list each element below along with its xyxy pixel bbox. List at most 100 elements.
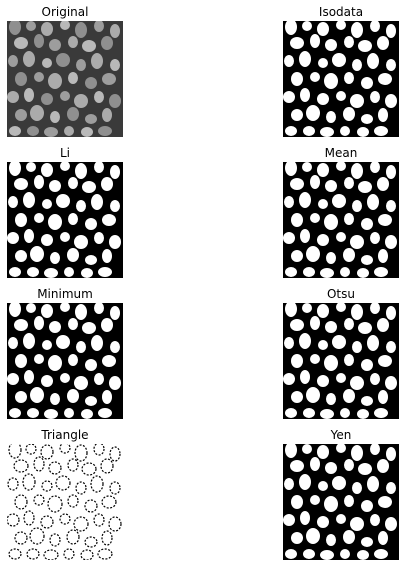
blob xyxy=(14,319,28,331)
blob xyxy=(74,94,88,108)
blob xyxy=(310,354,320,364)
blob xyxy=(377,318,389,332)
blob xyxy=(85,218,97,230)
blob xyxy=(49,180,61,192)
blob xyxy=(44,409,58,419)
blob xyxy=(56,335,70,349)
panel-title: Li xyxy=(59,146,71,160)
blob xyxy=(306,105,320,121)
blob xyxy=(26,303,36,313)
blob xyxy=(109,446,121,462)
blob xyxy=(361,537,373,547)
blob xyxy=(291,250,303,262)
panel-image xyxy=(7,444,123,560)
blob xyxy=(82,181,96,193)
blob xyxy=(370,514,380,526)
blob xyxy=(325,180,337,192)
blob xyxy=(351,304,363,320)
blob xyxy=(43,549,59,560)
panel-image xyxy=(283,303,399,419)
blob xyxy=(102,73,116,85)
blob xyxy=(300,88,310,102)
blob xyxy=(285,162,297,176)
blob xyxy=(49,321,61,333)
blob xyxy=(291,532,303,544)
blob xyxy=(300,229,310,243)
blob xyxy=(98,267,112,277)
blob xyxy=(30,387,44,403)
blob xyxy=(68,213,78,225)
blob xyxy=(344,495,354,507)
blob xyxy=(8,55,18,67)
blob xyxy=(80,549,94,560)
blob xyxy=(299,474,311,490)
blob xyxy=(377,177,389,191)
blob xyxy=(310,457,320,471)
blob xyxy=(351,22,363,38)
blob xyxy=(386,482,396,494)
blob xyxy=(110,306,120,320)
blob xyxy=(336,232,346,242)
blob xyxy=(93,513,105,527)
blob xyxy=(14,531,28,545)
blob xyxy=(15,250,27,262)
blob xyxy=(33,456,45,472)
blob xyxy=(370,232,380,244)
blob xyxy=(7,232,19,244)
blob xyxy=(74,376,88,390)
panel-image xyxy=(283,162,399,278)
panel-image xyxy=(7,21,123,137)
panel-svg xyxy=(7,21,123,137)
blob xyxy=(283,373,295,385)
blob xyxy=(27,126,39,136)
blob xyxy=(325,39,337,51)
blob xyxy=(291,213,303,227)
blob xyxy=(320,409,334,419)
blob xyxy=(370,373,380,385)
panel-image xyxy=(283,21,399,137)
panel-image xyxy=(7,162,123,278)
blob xyxy=(284,478,294,490)
blob xyxy=(302,21,312,31)
blob xyxy=(110,165,120,179)
blob xyxy=(317,304,329,318)
blob xyxy=(109,481,121,495)
blob xyxy=(101,177,113,191)
blob xyxy=(67,248,79,262)
blob xyxy=(48,461,62,475)
blob xyxy=(8,196,18,208)
panel-title: Minimum xyxy=(37,287,93,301)
blob xyxy=(24,370,34,384)
blob xyxy=(110,24,120,38)
blob xyxy=(68,354,78,366)
blob xyxy=(324,73,338,89)
blob xyxy=(60,162,70,171)
blob xyxy=(299,333,311,349)
blob xyxy=(98,408,112,418)
blob xyxy=(102,249,112,263)
blob xyxy=(344,213,354,225)
blob xyxy=(66,529,80,545)
blob xyxy=(34,354,44,364)
blob xyxy=(361,114,373,124)
blob xyxy=(93,444,105,456)
blob xyxy=(374,549,388,559)
blob xyxy=(84,536,98,548)
blob xyxy=(340,267,350,277)
blob xyxy=(320,550,334,560)
blob xyxy=(340,126,350,136)
panel-title: Otsu xyxy=(326,287,355,301)
blob xyxy=(377,459,389,473)
blob xyxy=(41,93,53,105)
blob xyxy=(344,177,354,189)
blob xyxy=(377,36,389,50)
blob xyxy=(108,516,122,532)
blob xyxy=(102,390,112,404)
blob xyxy=(378,531,388,545)
blob xyxy=(75,304,87,320)
blob xyxy=(299,51,311,67)
blob xyxy=(59,513,71,525)
blob xyxy=(82,40,96,52)
blob xyxy=(27,267,39,277)
blob xyxy=(27,408,39,418)
